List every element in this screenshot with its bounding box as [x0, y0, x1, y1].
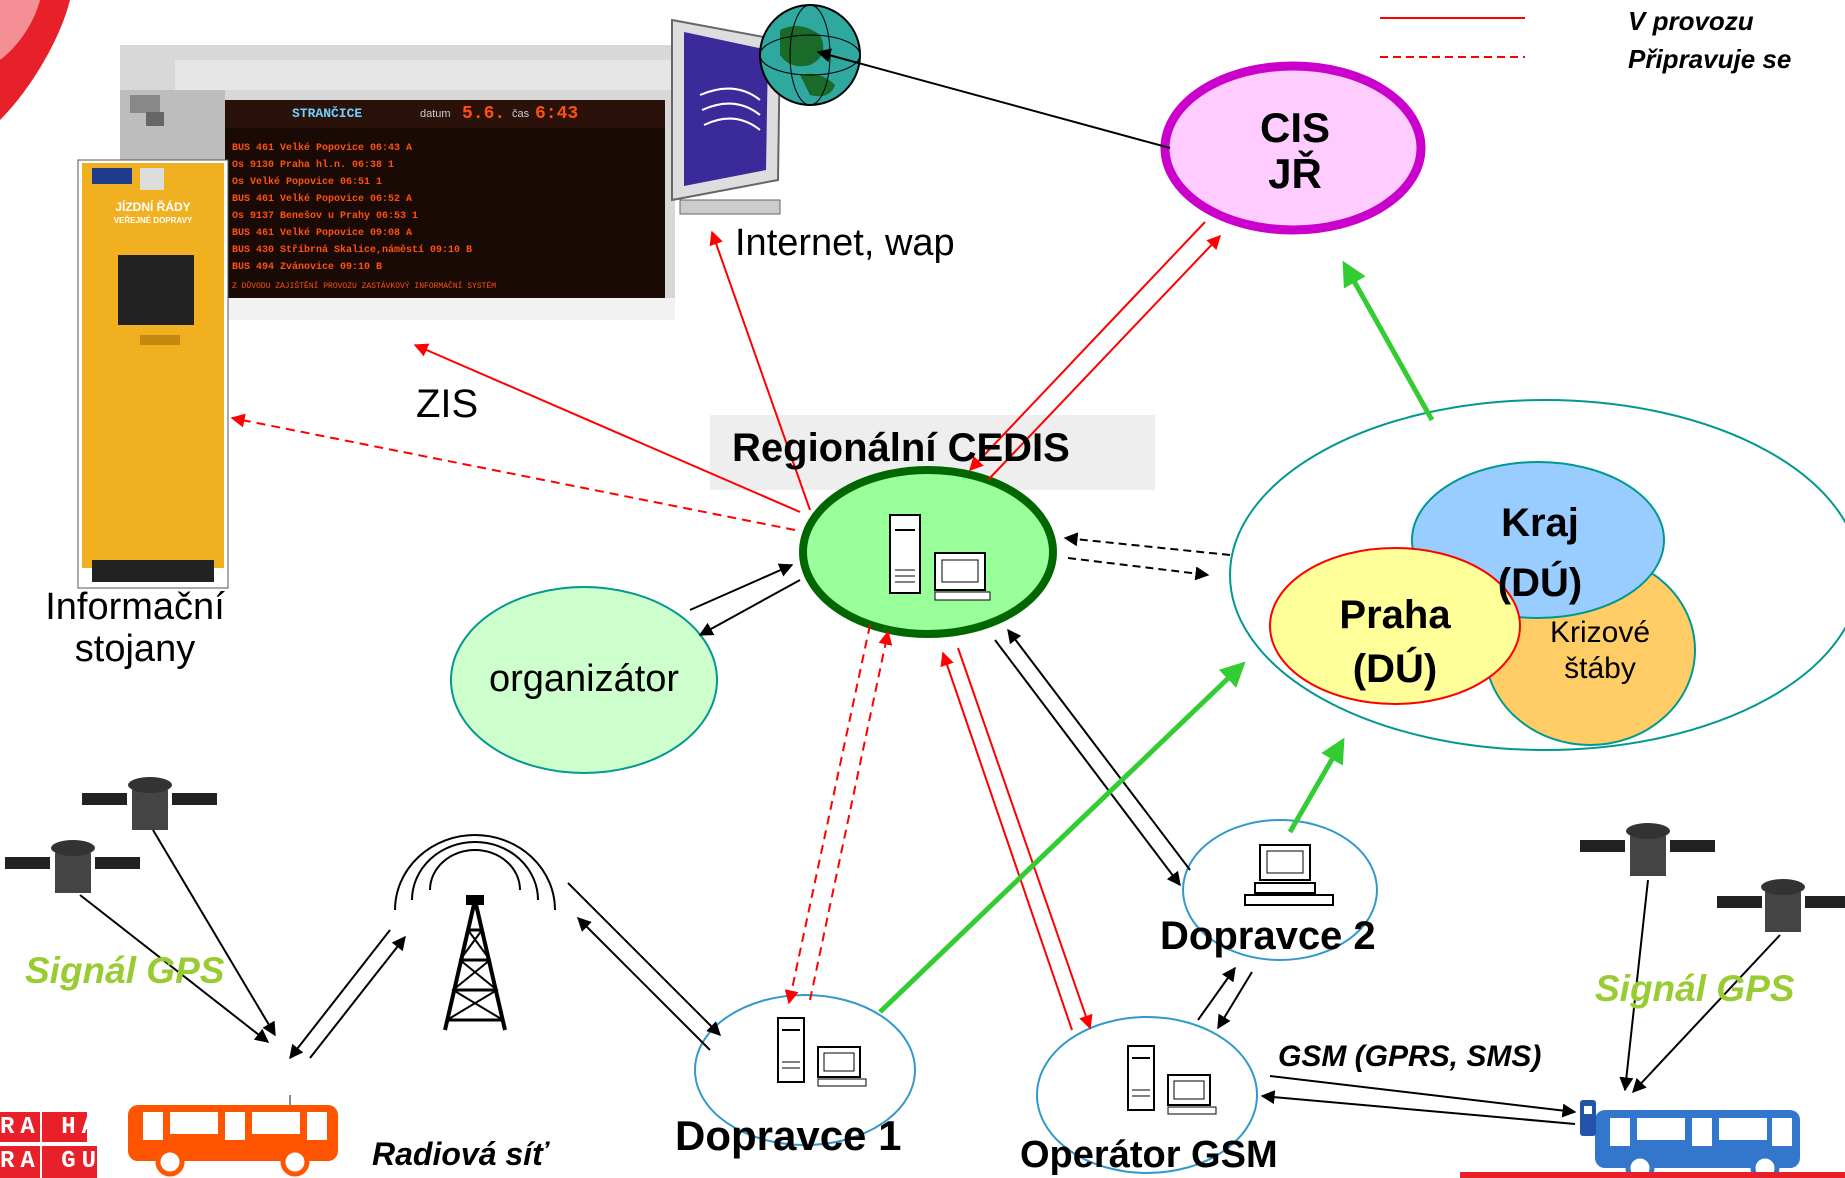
satellite-icon: [1580, 823, 1715, 876]
bus-left-icon: [128, 1095, 338, 1177]
board-row: BUS 461 Velké Popovice 09:08 A: [232, 228, 413, 239]
footer-red-bar: [1460, 1172, 1845, 1178]
board-row: BUS 461 Velké Popovice 06:52 A: [232, 194, 413, 205]
legend-dashed-label: Připravuje se: [1628, 44, 1792, 74]
board-row: BUS 430 Stříbrná Skalice,náměstí 09:10 B: [232, 245, 473, 256]
info-kiosk: [77, 159, 229, 589]
krizove-label-1: Krizové: [1549, 616, 1651, 649]
board-row: Os Velké Popovice 06:51 1: [232, 177, 383, 188]
board-row: BUS 494 Zvánovice 09:10 B: [232, 262, 383, 273]
logo-row-1: RA HA: [0, 1114, 103, 1141]
internet-label: Internet, wap: [735, 222, 955, 264]
bus-right-icon: [1580, 1100, 1800, 1178]
board-row: Os 9137 Benešov u Prahy 06:53 1: [232, 211, 419, 222]
info-stands-label-1: Informační: [45, 586, 225, 628]
regional-cedis-label: Regionální CEDIS: [732, 426, 1070, 470]
cedis-ellipse: [799, 466, 1057, 638]
board-date-label: datum: [420, 108, 451, 120]
radio-tower-icon: [394, 834, 556, 1031]
board-date: 5.6.: [462, 104, 506, 124]
dopravce2-label: Dopravce 2: [1160, 914, 1376, 958]
organizator-ellipse: [450, 586, 718, 774]
legend-solid-label: V provozu: [1628, 6, 1754, 36]
kiosk-subtitle: VEŘEJNÉ DOPRAVY: [113, 216, 193, 225]
praha-label-2: (DÚ): [1352, 647, 1438, 691]
praha-logo: [0, 1112, 97, 1178]
satellite-icon: [82, 777, 217, 830]
logo-row-2: RA GUE: [0, 1148, 123, 1175]
board-rows: BUS 461 Velké Popovice 06:43 A Os 9130 P…: [232, 140, 662, 276]
satellite-icon: [5, 840, 140, 893]
cedis-computer-icon: [889, 514, 991, 601]
kraj-label-1: Kraj: [1501, 501, 1579, 545]
operator-computer-icon: [1127, 1045, 1217, 1115]
board-row: Os 9130 Praha hl.n. 06:38 1: [232, 160, 395, 171]
kraj-label-2: (DÚ): [1497, 561, 1583, 605]
dopravce1-computer-icon: [777, 1017, 867, 1087]
kiosk-title: JÍZDNÍ ŘÁDY: [115, 200, 191, 214]
praha-label-1: Praha: [1339, 593, 1451, 637]
cis-jr-ellipse: [1160, 61, 1426, 235]
board-time-label: čas: [512, 108, 530, 120]
board-row: BUS 461 Velké Popovice 06:43 A: [232, 143, 413, 154]
organizator-label: organizátor: [488, 658, 680, 700]
monitor-globe-icon: [671, 4, 861, 215]
dopravce2-computer-icon: [1244, 844, 1334, 906]
gps-left-label: Signál GPS: [25, 950, 225, 991]
operator-gsm-label: Operátor GSM: [1020, 1134, 1278, 1176]
krizove-label-2: štáby: [1564, 652, 1636, 685]
radio-label: Radiová síť: [372, 1136, 548, 1172]
dopravce1-label: Dopravce 1: [675, 1112, 902, 1159]
board-time: 6:43: [535, 104, 579, 124]
info-stands-label-2: stojany: [74, 628, 196, 670]
cis-label: CIS: [1259, 104, 1330, 151]
board-station: STRANČICE: [292, 106, 363, 121]
satellite-icon: [1717, 879, 1845, 932]
gsm-label: GSM (GPRS, SMS): [1278, 1040, 1542, 1073]
logo-swoosh: [0, 0, 70, 120]
zis-label: ZIS: [416, 382, 479, 426]
board-footer: Z DŮVODU ZAJIŠTĚNÍ PROVOZU ZASTÁVKOVÝ IN…: [232, 282, 497, 291]
praha-ellipse: [1269, 547, 1521, 705]
connector-lines: [79, 48, 1781, 1125]
jr-label: JŘ: [1268, 150, 1322, 197]
gps-right-label: Signál GPS: [1595, 968, 1795, 1009]
